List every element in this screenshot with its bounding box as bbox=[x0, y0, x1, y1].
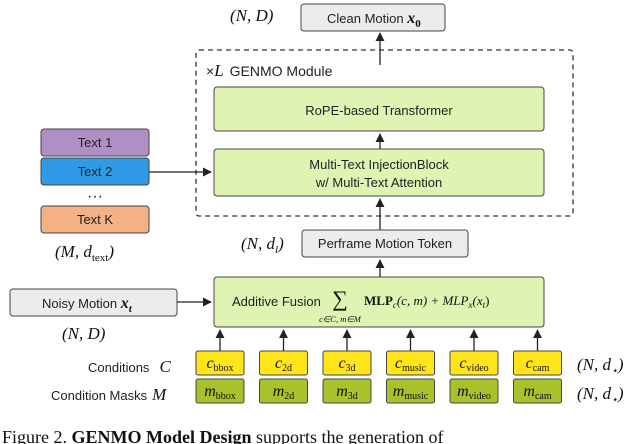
condition-box bbox=[322, 350, 372, 376]
token-shape: (N, dl) bbox=[241, 234, 284, 256]
condition-mask-label: mmusic bbox=[393, 383, 429, 402]
condition-label: c2d bbox=[275, 355, 292, 374]
condition-box bbox=[259, 350, 308, 376]
condition-mask-label: m2d bbox=[273, 383, 295, 402]
perframe-motion-token-label: Perframe Motion Token bbox=[318, 236, 452, 251]
condition-mask-box bbox=[195, 378, 245, 404]
perframe-motion-token-box bbox=[301, 229, 469, 258]
condition-mask-box bbox=[386, 378, 435, 404]
text-ellipsis: ··· bbox=[87, 188, 103, 205]
conditions-shape: (N, d⋆) bbox=[577, 355, 624, 377]
fusion-sum-subscript: c∈C, m∈M bbox=[319, 314, 362, 324]
condition-box bbox=[386, 350, 435, 376]
injection-label-line1: Multi-Text InjectionBlock bbox=[309, 157, 449, 172]
noisy-motion-shape: (N, D) bbox=[62, 324, 106, 343]
noisy-motion-label: Noisy Motion xt bbox=[42, 295, 133, 315]
rope-transformer-label: RoPE-based Transformer bbox=[305, 103, 453, 118]
condition-label: cmusic bbox=[395, 355, 427, 374]
condition-box bbox=[195, 350, 245, 376]
clean-motion-box bbox=[300, 3, 446, 32]
additive-fusion-block bbox=[213, 276, 545, 328]
condition-mask-box bbox=[513, 378, 562, 404]
output-shape: (N, D) bbox=[230, 6, 274, 25]
text-shape: (M, dtext) bbox=[55, 242, 114, 264]
rope-transformer-block bbox=[213, 86, 545, 132]
condition-label: cvideo bbox=[459, 355, 488, 374]
fusion-formula: MLPc(c, m) + MLPx(xt) bbox=[364, 293, 489, 310]
condition-label: c3d bbox=[338, 355, 355, 374]
condition-mask-label: mvideo bbox=[457, 383, 491, 402]
condition-mask-label: mcam bbox=[523, 383, 551, 402]
condition-box bbox=[449, 350, 499, 376]
additive-fusion-label: Additive Fusion bbox=[232, 294, 321, 309]
text-k-box bbox=[40, 205, 150, 234]
text-1-label: Text 1 bbox=[78, 135, 113, 150]
condition-label: ccam bbox=[526, 355, 550, 374]
injection-label-line2: w/ Multi-Text Attention bbox=[315, 175, 442, 190]
condition-mask-box bbox=[259, 378, 308, 404]
condition-label: cbbox bbox=[206, 355, 233, 374]
figure-caption: Figure 2. GENMO Model Design supports th… bbox=[2, 427, 443, 444]
text-2-label: Text 2 bbox=[78, 164, 113, 179]
condition-mask-label: mbbox bbox=[204, 383, 236, 402]
text-k-label: Text K bbox=[77, 212, 113, 227]
condition-mask-box bbox=[449, 378, 499, 404]
condition-box bbox=[513, 350, 562, 376]
condition-mask-box bbox=[322, 378, 372, 404]
masks-shape: (N, d⋆) bbox=[577, 384, 624, 406]
multi-text-injection-block bbox=[213, 148, 545, 197]
fusion-sum-symbol: ∑ bbox=[332, 286, 348, 311]
condition-columns: cbbox mbbox c2d m2d c3d m3d cmusic mmusic cvideo… bbox=[195, 329, 562, 404]
text-1-box bbox=[40, 128, 150, 157]
clean-motion-label: Clean Motion x0 bbox=[327, 10, 421, 30]
condition-mask-label: m3d bbox=[336, 383, 358, 402]
